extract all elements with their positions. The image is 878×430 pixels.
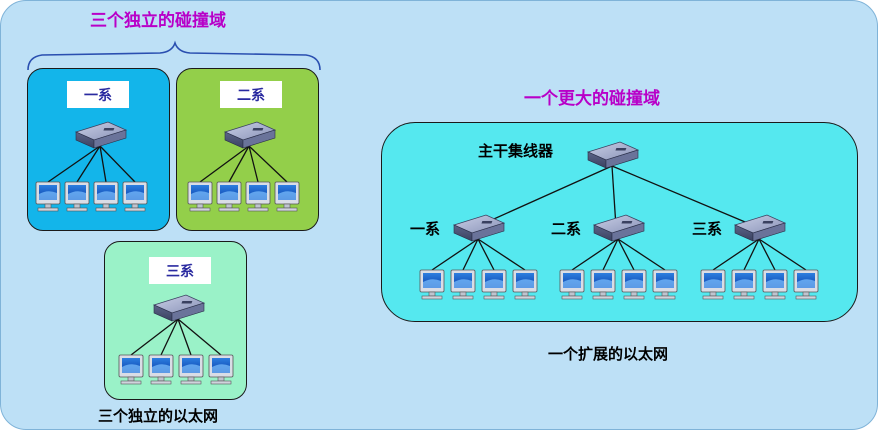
ext-dept-1-link-1 [431, 238, 479, 271]
backbone-link-3 [611, 165, 758, 228]
ext-dept-1-link-2 [462, 238, 479, 271]
right-title: 一个更大的碰撞域 [524, 89, 660, 109]
dept-1-computer-icon [35, 181, 61, 212]
dept-3-label: 三系 [149, 257, 211, 284]
ext-dept-2-computer-icon [590, 269, 616, 300]
ext-dept-2-link-3 [617, 238, 635, 271]
backbone-hub-label: 主干集线器 [478, 142, 554, 160]
dept-2-link-1 [199, 145, 250, 183]
dept-1-link-1 [47, 145, 101, 183]
dept-2-label: 二系 [220, 81, 282, 108]
ext-dept-2-link-2 [602, 238, 619, 271]
ext-dept-3-computer-icon [793, 269, 819, 300]
dept-2-link-3 [248, 145, 259, 183]
backbone-link-2 [611, 165, 617, 228]
dept-1-computer-icon [122, 181, 148, 212]
ext-dept-3-computer-icon [731, 269, 757, 300]
dept-3-link-1 [130, 318, 179, 356]
dept-3-computer-icon [148, 354, 174, 385]
dept-3-computer-icon [208, 354, 234, 385]
ext-dept-3-computer-icon [762, 269, 788, 300]
dept-2-link-4 [248, 145, 288, 183]
dept-3-hub-icon [153, 294, 205, 322]
backbone-hub-icon [587, 141, 639, 169]
ext-dept-3-hub-icon [734, 214, 786, 242]
dept-2-computer-icon [187, 181, 213, 212]
ext-dept-1-label: 一系 [410, 220, 441, 238]
dept-1-link-3 [99, 145, 107, 183]
dept-2-link-2 [228, 145, 250, 183]
ext-dept-3-label: 三系 [692, 220, 723, 238]
ext-dept-1-computer-icon [419, 269, 445, 300]
ext-dept-2-computer-icon [621, 269, 647, 300]
dept-3-computer-icon [178, 354, 204, 385]
ext-dept-1-hub-icon [453, 214, 505, 242]
dept-2-computer-icon [245, 181, 271, 212]
dept-2-hub-icon [224, 121, 276, 149]
ext-dept-2-link-1 [571, 238, 619, 271]
ext-dept-1-computer-icon [481, 269, 507, 300]
dept-1-computer-icon [64, 181, 90, 212]
right-caption: 一个扩展的以太网 [548, 345, 669, 363]
ext-dept-3-computer-icon [700, 269, 726, 300]
ext-dept-2-hub-icon [593, 214, 645, 242]
ext-dept-3-link-4 [758, 238, 807, 271]
left-caption: 三个独立的以太网 [98, 407, 219, 425]
brace-icon [27, 40, 321, 71]
ext-dept-2-computer-icon [652, 269, 678, 300]
ext-dept-3-link-3 [758, 238, 776, 271]
ext-dept-3-link-1 [712, 238, 760, 271]
backbone-link-1 [475, 165, 613, 228]
dept-3-link-4 [177, 318, 222, 356]
left-title: 三个独立的碰撞域 [90, 11, 226, 31]
dept-1-link-2 [76, 145, 101, 183]
dept-2-computer-icon [216, 181, 242, 212]
ext-dept-1-computer-icon [450, 269, 476, 300]
dept-1-link-4 [99, 145, 136, 183]
ext-dept-1-link-3 [477, 238, 495, 271]
ext-dept-2-link-4 [617, 238, 666, 271]
ext-dept-1-link-4 [477, 238, 526, 271]
dept-1-hub-icon [75, 121, 127, 149]
dept-3-link-2 [160, 318, 179, 356]
dept-2-computer-icon [274, 181, 300, 212]
dept-1-computer-icon [93, 181, 119, 212]
ext-dept-2-label: 二系 [551, 220, 582, 238]
ext-dept-3-link-2 [743, 238, 760, 271]
dept-1-label: 一系 [67, 81, 129, 108]
dept-3-computer-icon [118, 354, 144, 385]
ext-dept-2-computer-icon [559, 269, 585, 300]
dept-3-link-3 [177, 318, 192, 356]
ext-dept-1-computer-icon [512, 269, 538, 300]
